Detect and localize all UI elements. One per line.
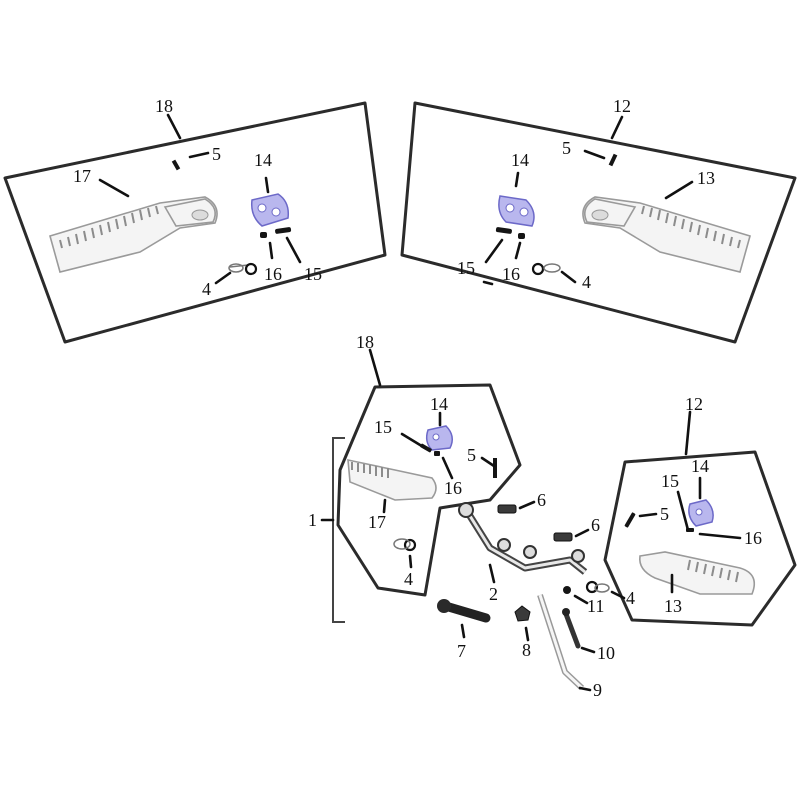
callout-12: 12	[685, 394, 703, 414]
right-detail-box: 12 5 14 13 15 16 4	[400, 96, 797, 344]
callout-5: 5	[467, 445, 476, 465]
callout-4: 4	[626, 588, 635, 608]
mounting-bracket-icon	[250, 193, 290, 227]
cotter-clip-icon	[393, 538, 417, 552]
washer-icon	[493, 458, 497, 478]
callout-15: 15	[457, 258, 475, 278]
callout-14: 14	[254, 150, 272, 170]
nut-icon	[514, 605, 531, 622]
nut-icon	[563, 586, 571, 594]
callout-9: 9	[593, 680, 602, 700]
callout-16: 16	[744, 528, 762, 548]
callout-1: 1	[308, 510, 317, 530]
lower-right-assembly: 12 14 15 5 16	[603, 394, 797, 627]
callout-15: 15	[304, 264, 322, 284]
callout-5: 5	[660, 504, 669, 524]
mounting-bracket-icon	[498, 195, 535, 227]
mounting-bracket-icon	[425, 425, 453, 451]
callout-8: 8	[522, 640, 531, 660]
bolt-icon	[437, 599, 491, 623]
callout-14: 14	[691, 456, 709, 476]
assembly-bracket: 1	[308, 437, 345, 623]
washer-icon	[171, 159, 181, 171]
pin-icon	[260, 227, 292, 238]
callout-18: 18	[155, 96, 173, 116]
pin-icon	[495, 227, 525, 239]
callout-2: 2	[489, 584, 498, 604]
footrest-icon	[49, 196, 218, 273]
callout-14: 14	[430, 394, 448, 414]
callout-11: 11	[587, 596, 604, 616]
callout-16: 16	[264, 264, 282, 284]
callout-4: 4	[582, 272, 591, 292]
callout-5: 5	[212, 144, 221, 164]
washer-icon	[608, 153, 618, 167]
frame-parts: 2 6 6 7 8 9 10	[437, 490, 635, 700]
callout-17: 17	[73, 166, 91, 186]
callout-18: 18	[356, 332, 374, 352]
callout-17: 17	[368, 512, 386, 532]
callout-13: 13	[664, 596, 682, 616]
stand-icon	[537, 594, 585, 691]
footrest-bar-icon	[458, 502, 588, 575]
callout-10: 10	[597, 643, 615, 663]
footrest-icon	[638, 551, 756, 595]
footrest-icon	[582, 196, 751, 273]
left-detail-box: 18 5 14 17 16 15 4	[3, 96, 387, 344]
bolt-icon	[562, 608, 581, 649]
callout-16: 16	[444, 478, 462, 498]
callout-7: 7	[457, 641, 466, 661]
callout-13: 13	[697, 168, 715, 188]
cotter-clip-icon	[585, 580, 610, 594]
cotter-clip-icon	[531, 262, 561, 276]
callout-4: 4	[404, 569, 413, 589]
callout-12: 12	[613, 96, 631, 116]
callout-14: 14	[511, 150, 529, 170]
callout-15: 15	[661, 471, 679, 491]
pin-icon	[624, 512, 636, 528]
callout-6: 6	[537, 490, 546, 510]
callout-6: 6	[591, 515, 600, 535]
pin-icon	[434, 451, 440, 456]
callout-4: 4	[202, 279, 211, 299]
bolt-icon	[497, 504, 573, 542]
lower-left-assembly: 18	[336, 332, 522, 597]
mounting-bracket-icon	[688, 499, 714, 527]
callout-5: 5	[562, 138, 571, 158]
footrest-icon	[347, 458, 437, 501]
callout-15: 15	[374, 417, 392, 437]
callout-16: 16	[502, 264, 520, 284]
cotter-clip-icon	[228, 262, 258, 276]
